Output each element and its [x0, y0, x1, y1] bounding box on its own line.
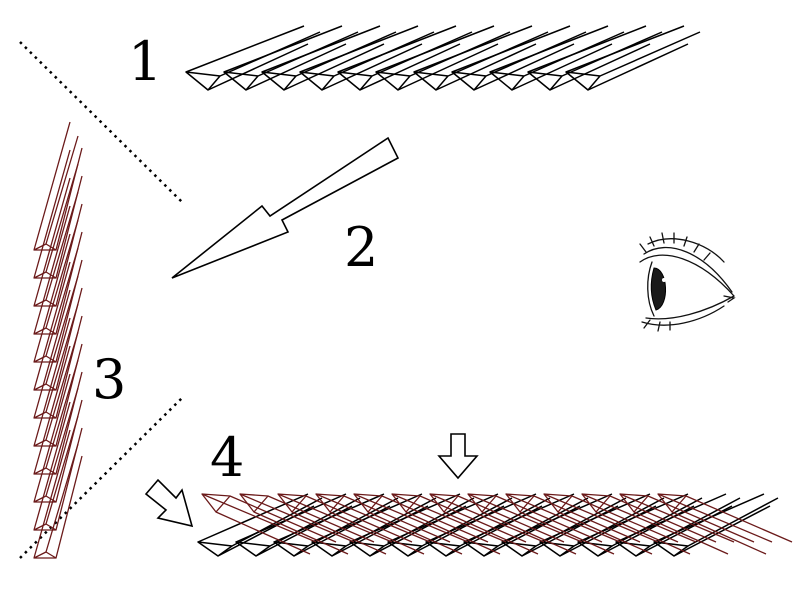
prism-4-black-2 [235, 493, 361, 557]
prism-4-black-6 [387, 493, 513, 557]
prism-4-black-13 [653, 493, 779, 557]
prism-1-1 [185, 25, 321, 91]
prism-stack-3 [33, 121, 83, 559]
dotted-line-lower [19, 397, 183, 559]
label-3: 3 [92, 348, 126, 411]
prism-4-black-4 [311, 493, 437, 557]
prism-1-6 [375, 25, 511, 91]
prism-4-red-6 [391, 493, 527, 555]
prism-1-3 [261, 25, 397, 91]
prism-4-red-9 [505, 493, 641, 555]
prism-1-4 [299, 25, 435, 91]
label-1: 1 [128, 30, 162, 93]
prism-4-black-12 [615, 493, 741, 557]
prism-1-10 [527, 25, 663, 91]
prism-stack-1 [185, 25, 701, 91]
dotted-line-upper [19, 41, 183, 203]
prism-3-12 [33, 429, 83, 559]
prism-4-black-7 [425, 493, 551, 557]
label-2: 2 [344, 216, 378, 279]
prism-1-9 [489, 25, 625, 91]
prism-4-red-11 [581, 493, 717, 555]
prism-4-red-4 [315, 493, 451, 555]
prism-4-black-1 [197, 493, 323, 557]
prism-stack-4 [197, 493, 793, 557]
prism-1-7 [413, 25, 549, 91]
prism-4-black-9 [501, 493, 627, 557]
prism-4-red-7 [429, 493, 565, 555]
prism-4-black-3 [273, 493, 399, 557]
down-arrow-icon [437, 433, 479, 480]
large-arrow-icon [171, 136, 400, 279]
prism-4-black-10 [539, 493, 665, 557]
prism-1-2 [223, 25, 359, 91]
prism-1-8 [451, 25, 587, 91]
diagonal-arrow-icon [144, 478, 194, 528]
prism-4-red-10 [543, 493, 679, 555]
prism-4-red-1 [201, 493, 337, 555]
prism-4-black-8 [463, 493, 589, 557]
prism-4-red-5 [353, 493, 489, 555]
prism-4-red-13 [657, 493, 793, 555]
label-4: 4 [210, 426, 244, 489]
prism-1-5 [337, 25, 473, 91]
prism-4-black-11 [577, 493, 703, 557]
prism-3-11 [33, 401, 83, 531]
prism-4-red-12 [619, 493, 755, 555]
prism-4-red-8 [467, 493, 603, 555]
prism-4-black-5 [349, 493, 475, 557]
eye-icon [639, 232, 736, 332]
prism-4-red-2 [239, 493, 375, 555]
prism-1-11 [565, 25, 701, 91]
prism-4-red-3 [277, 493, 413, 555]
